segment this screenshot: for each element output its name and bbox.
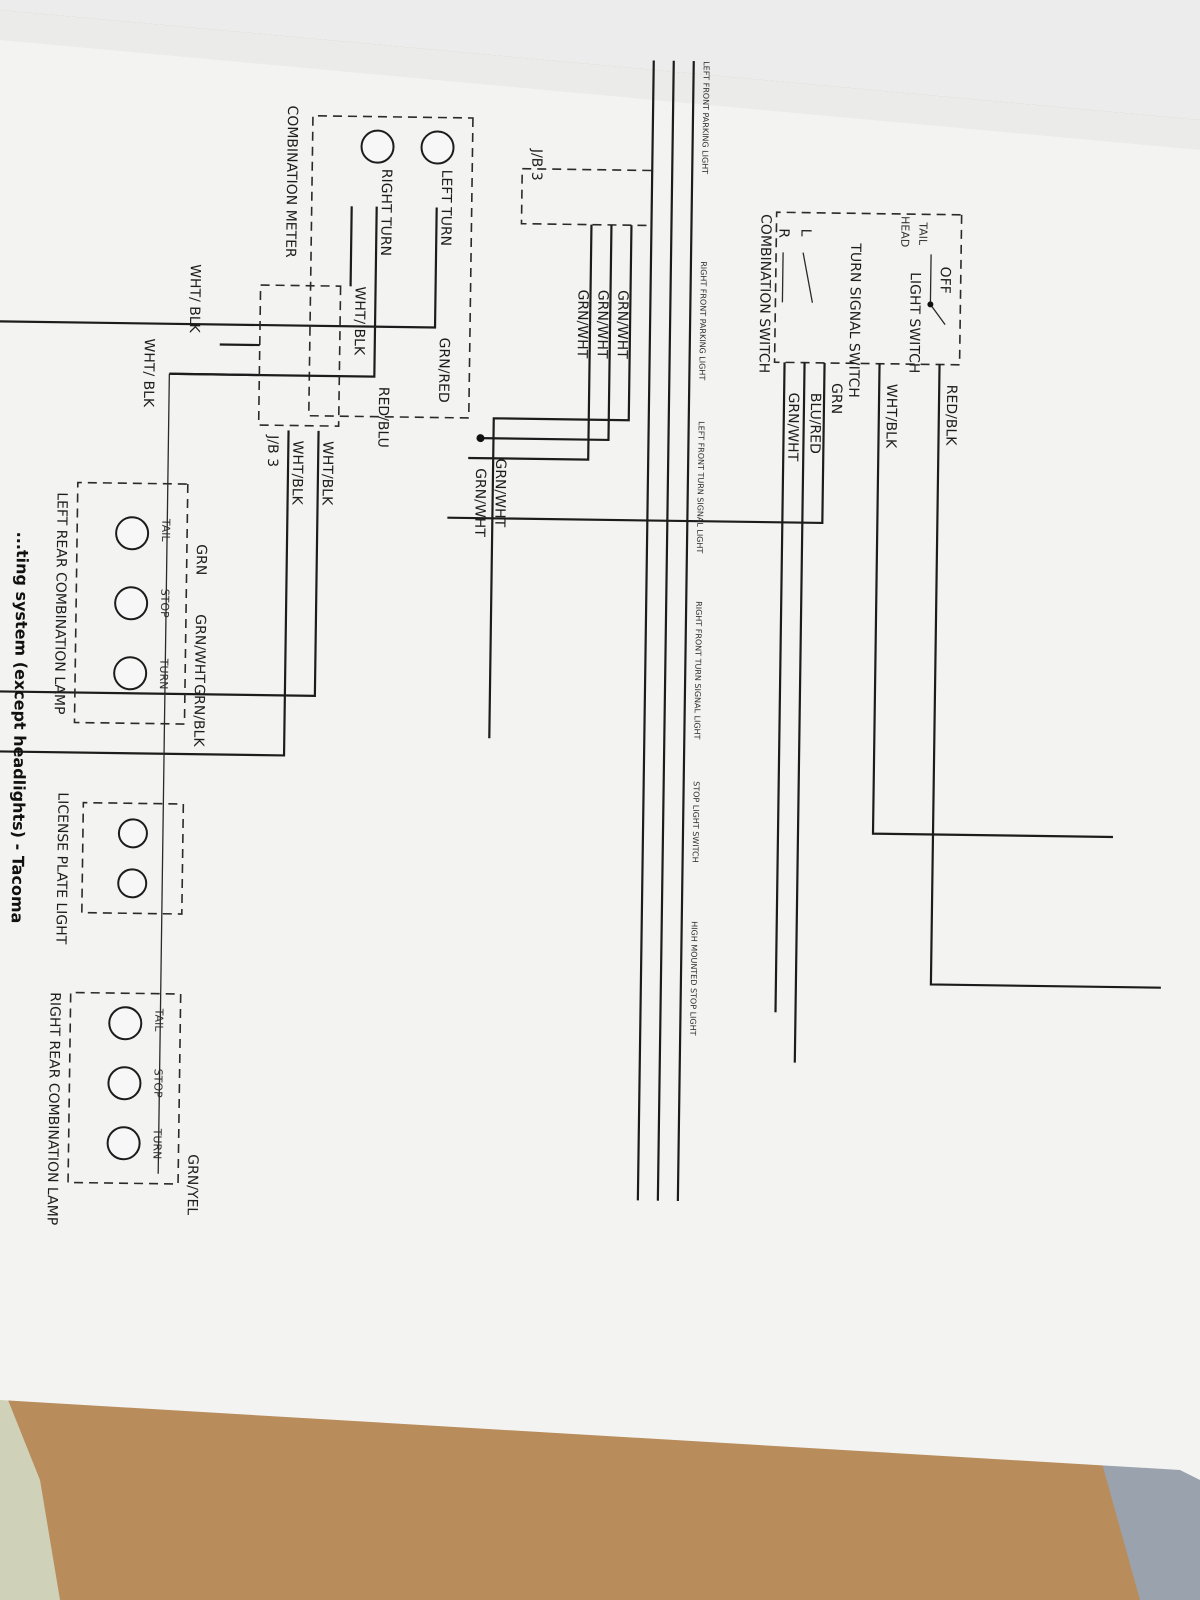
left-rear-tail-label: TAIL (159, 518, 172, 543)
splice-dot-1 (476, 434, 485, 443)
right-rear-title: RIGHT REAR COMBINATION LAMP (43, 992, 62, 1225)
wire-grn-wht-c-label: GRN/WHT (574, 289, 591, 358)
wire-grn-red (0, 207, 438, 329)
left-rear-grn: GRN (193, 544, 209, 575)
light-switch-title: LIGHT SWITCH (905, 272, 922, 373)
right-rear-turn-bulb (106, 1126, 141, 1161)
license-bulb-2 (117, 868, 148, 899)
feeder-lines (636, 60, 695, 1201)
turn-signal-l-label: L (797, 229, 813, 237)
wire-grn-wht-switch-label: GRN/WHT (784, 392, 801, 461)
right-rear-turn-label: TURN (150, 1128, 163, 1160)
wire-grn-red-label: GRN/RED (435, 337, 452, 402)
turn-signal-switch-title: TURN SIGNAL SWITCH (845, 242, 863, 398)
wire-grn-wht-b-label: GRN/WHT (594, 290, 611, 359)
turn-signal-contacts (781, 252, 814, 303)
fabric-corner (0, 1380, 60, 1600)
wire-wht-blk-meter-label: WHT/ BLK (351, 286, 368, 356)
wire-grn-switch (447, 362, 826, 525)
wire-blu-red (793, 362, 806, 1063)
right-rear-tail-label: TAIL (152, 1008, 165, 1033)
left-rear-turn-label: TURN (157, 658, 170, 690)
left-front-turn-label: LEFT FRONT TURN SIGNAL LIGHT (695, 421, 706, 553)
facing-page (0, 0, 1200, 120)
right-rear-stop-bulb (107, 1066, 142, 1101)
left-rear-grn-blk: GRN/BLK (190, 684, 207, 747)
wire-wht-blk-meter (349, 206, 353, 287)
right-rear-grn-yel: GRN/YEL (184, 1154, 201, 1215)
right-front-parking-label: RIGHT FRONT PARKING LIGHT (697, 261, 708, 380)
wire-red-blk (929, 364, 1161, 989)
wire-red-blk-label: RED/BLK (942, 385, 959, 447)
meter-right-turn: RIGHT TURN (377, 169, 394, 256)
paper-page (0, 10, 1200, 1480)
left-turn-bulb (420, 130, 455, 165)
wire-grn-wht-e-label: GRN/WHT (471, 468, 488, 537)
wire-wht-blk-mid2 (0, 430, 290, 757)
left-rear-turn-bulb (113, 656, 148, 691)
jb3-lower-box (257, 284, 342, 427)
right-rear-tail-bulb (108, 1006, 143, 1041)
wire-wht-blk-mid (0, 430, 320, 697)
left-rear-lamp-box (73, 481, 189, 725)
right-turn-bulb (360, 129, 395, 164)
jb3-lower-label: J/B 3 (264, 434, 280, 467)
ground-wht-blk-b-label: WHT/ BLK (140, 338, 157, 408)
wire-grn-switch-label: GRN (828, 383, 844, 414)
right-rear-lamp-box (67, 991, 182, 1185)
jb3-upper-label: J/B 3 (528, 148, 544, 181)
ground-wht-blk-a-label: WHT/ BLK (186, 264, 203, 334)
wire-grn-wht-c (468, 224, 593, 461)
light-switch-head-label: HEAD (898, 216, 911, 247)
wire-wht-blk-top-label: WHT/BLK (882, 384, 899, 449)
meter-title: COMBINATION METER (282, 105, 300, 258)
right-front-turn-label: RIGHT FRONT TURN SIGNAL LIGHT (692, 601, 703, 739)
turn-signal-r-label: R (775, 228, 791, 238)
wire-grn-wht-d-label: GRN/WHT (491, 458, 508, 527)
meter-left-turn: LEFT TURN (437, 170, 454, 247)
combination-switch-label: COMBINATION SWITCH (755, 214, 773, 373)
wire-red-blu-label: RED/BLU (374, 387, 391, 448)
wire-grn-wht-a-label: GRN/WHT (614, 290, 631, 359)
left-rear-title: LEFT REAR COMBINATION LAMP (51, 492, 70, 714)
light-switch-off-label: OFF (937, 266, 953, 293)
left-rear-stop-bulb (114, 586, 149, 621)
wire-wht-blk-mid2-label: WHT/BLK (289, 440, 306, 505)
left-rear-stop-label: STOP (158, 589, 171, 619)
page-fold-shadow (0, 10, 1200, 150)
wire-grn-wht-switch (774, 362, 786, 1013)
light-switch-pivot (927, 301, 934, 308)
wire-grn-wht-b (480, 224, 613, 442)
wire-wht-blk-mid-label: WHT/BLK (319, 441, 336, 506)
left-rear-grn-wht: GRN/WHT (191, 614, 208, 683)
high-mounted-stop-label: HIGH MOUNTED STOP LIGHT (688, 921, 699, 1036)
light-switch-box (773, 211, 963, 366)
wire-wht-blk-top (871, 363, 1113, 839)
wire-blu-red-label: BLU/RED (806, 393, 823, 454)
jb3-upper-box (520, 167, 654, 227)
combination-meter-box (307, 114, 474, 419)
license-title: LICENSE PLATE LIGHT (52, 792, 70, 945)
rear-bus-line (157, 373, 170, 1174)
right-rear-stop-label: STOP (151, 1069, 164, 1099)
wire-grn-wht-a (488, 225, 633, 739)
left-front-parking-label: LEFT FRONT PARKING LIGHT (700, 61, 711, 174)
wire-ground-drops (169, 343, 260, 377)
license-bulb-1 (117, 818, 148, 849)
stop-light-switch-label: STOP LIGHT SWITCH (691, 781, 701, 863)
light-switch-tail-label: TAIL (916, 221, 929, 246)
left-rear-tail-bulb (115, 516, 150, 551)
